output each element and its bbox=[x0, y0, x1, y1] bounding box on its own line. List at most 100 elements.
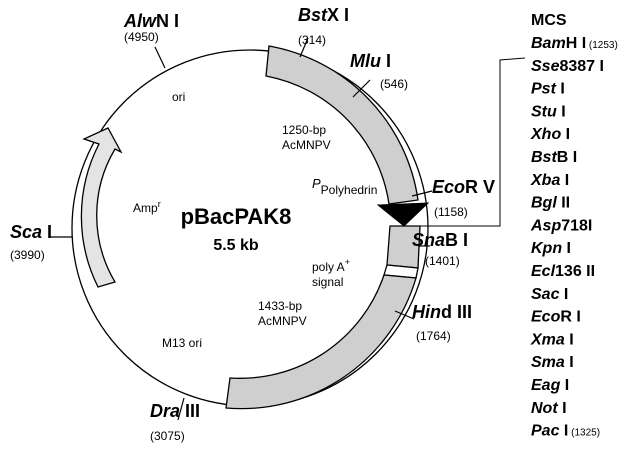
mcs-item-roman: I bbox=[559, 423, 568, 440]
mcs-item: EcoR I bbox=[531, 309, 581, 326]
mcs-item: Sma I bbox=[531, 354, 574, 371]
ampr-arrow bbox=[80, 127, 123, 288]
mcs-item-italic: Sma bbox=[531, 354, 565, 371]
tick-mlui bbox=[352, 79, 371, 98]
site-name-roman: R V bbox=[465, 177, 495, 197]
site-position-draiii: (3075) bbox=[150, 429, 185, 443]
acmnpv-1250-label-line1: 1250-bp bbox=[282, 123, 326, 137]
polya-superscript: + bbox=[345, 257, 350, 267]
mcs-item-roman: B I bbox=[557, 149, 577, 166]
site-position-ecorv: (1158) bbox=[434, 205, 468, 219]
acmnpv-1433-segment bbox=[225, 274, 417, 410]
mcs-item-italic: Sse bbox=[531, 58, 560, 75]
mcs-item-italic: Xma bbox=[530, 331, 565, 348]
polya-label-line2: signal bbox=[312, 275, 343, 289]
site-name-roman: X I bbox=[327, 5, 349, 25]
mcs-item: Kpn I bbox=[531, 240, 571, 257]
site-position-alwni: (4950) bbox=[124, 30, 159, 44]
site-name-italic: Eco bbox=[432, 177, 465, 197]
site-name-italic: Alw bbox=[123, 11, 157, 31]
mcs-item-italic: Bst bbox=[531, 149, 557, 166]
site-name-roman: I bbox=[381, 51, 391, 71]
mcs-item-italic: Sac bbox=[531, 286, 560, 303]
tick-hindiii bbox=[394, 310, 415, 320]
plasmid-size: 5.5 kb bbox=[213, 237, 259, 254]
mcs-item-italic: Not bbox=[531, 400, 558, 417]
mcs-item-roman: I bbox=[565, 354, 574, 371]
mcs-item: Pst I bbox=[531, 81, 565, 98]
mcs-title: MCS bbox=[531, 12, 567, 29]
mcs-connector-line bbox=[404, 57, 526, 227]
polyhedrin-promoter-arrow bbox=[376, 202, 430, 227]
site-name-italic: Sna bbox=[412, 230, 445, 250]
mcs-item-italic: Bam bbox=[531, 35, 566, 52]
site-label-snabi: SnaB I bbox=[412, 230, 468, 250]
ampr-label: Ampr bbox=[133, 199, 161, 215]
site-name-roman: III bbox=[180, 401, 200, 421]
mcs-item-italic: Kpn bbox=[531, 240, 562, 257]
mcs-item: Ecl136 II bbox=[531, 263, 595, 280]
site-name-roman: B I bbox=[445, 230, 468, 250]
site-name-italic: Hin bbox=[412, 302, 441, 322]
mcs-item: Asp718I bbox=[530, 217, 592, 234]
ampr-superscript: r bbox=[158, 199, 161, 209]
mcs-item: Xba I bbox=[530, 172, 569, 189]
mcs-item-roman: I bbox=[565, 331, 574, 348]
mcs-item: Stu I bbox=[531, 103, 566, 120]
acmnpv-1433-label-line1: 1433-bp bbox=[258, 299, 302, 313]
site-label-mlui: Mlu I bbox=[350, 51, 391, 71]
mcs-item: Sac I bbox=[531, 286, 568, 303]
site-label-bstxi: BstX I bbox=[298, 5, 349, 25]
mcs-item: Sse8387 I bbox=[531, 58, 604, 75]
mcs-item-roman: I bbox=[560, 172, 569, 189]
mcs-item-roman: 718I bbox=[561, 217, 592, 234]
site-label-draiii: Dra III bbox=[150, 401, 200, 421]
mcs-item: Not I bbox=[531, 400, 567, 417]
site-position-bstxi: (314) bbox=[298, 33, 326, 47]
mcs-item-italic: Bgl bbox=[531, 195, 557, 212]
mcs-item-roman: I bbox=[562, 240, 571, 257]
mcs-item-roman: 8387 I bbox=[559, 58, 603, 75]
mcs-item: BstB I bbox=[531, 149, 577, 166]
site-position-mlui: (546) bbox=[380, 77, 408, 91]
mcs-item-roman: I bbox=[558, 400, 567, 417]
site-name-roman: d III bbox=[441, 302, 472, 322]
site-position-hindiii: (1764) bbox=[416, 329, 451, 343]
mcs-item-roman: I bbox=[559, 286, 568, 303]
polya-label-line1: poly A+ bbox=[312, 257, 350, 274]
promoter-subscript: Polyhedrin bbox=[321, 183, 378, 197]
site-label-ecorv: EcoR V bbox=[432, 177, 495, 197]
tick-ecorv bbox=[411, 190, 433, 197]
m13-ori-label: M13 ori bbox=[162, 336, 202, 350]
mcs-item-position: (1253) bbox=[586, 40, 618, 51]
mcs-item-italic: Xba bbox=[530, 172, 560, 189]
mcs-item-italic: Xho bbox=[530, 126, 561, 143]
mcs-item-italic: Stu bbox=[531, 103, 557, 120]
site-name-italic: Bst bbox=[298, 5, 328, 25]
site-name-roman: I bbox=[42, 222, 52, 242]
mcs-item: Eag I bbox=[531, 377, 569, 394]
mcs-item: Xma I bbox=[530, 331, 574, 348]
site-position-snabi: (1401) bbox=[425, 254, 460, 268]
mcs-item-italic: Ecl bbox=[531, 263, 556, 280]
acmnpv-1433-label-line2: AcMNPV bbox=[258, 314, 307, 328]
mcs-item-roman: 136 II bbox=[555, 263, 595, 280]
mcs-item-italic: Pac bbox=[531, 423, 560, 440]
site-label-hindiii: Hind III bbox=[412, 302, 472, 322]
site-ticks bbox=[50, 37, 433, 421]
mcs-item-roman: R I bbox=[560, 309, 580, 326]
site-name-italic: Mlu bbox=[350, 51, 381, 71]
site-position-scai: (3990) bbox=[10, 248, 45, 262]
mcs-item-italic: Asp bbox=[530, 217, 561, 234]
site-name-italic: Dra bbox=[150, 401, 180, 421]
mcs-item-roman: H I bbox=[566, 35, 586, 52]
mcs-item-roman: I bbox=[556, 81, 565, 98]
site-label-alwni: AlwN I bbox=[123, 11, 179, 31]
mcs-item-roman: I bbox=[560, 377, 569, 394]
mcs-item-roman: II bbox=[557, 195, 570, 212]
mcs-item-italic: Pst bbox=[531, 81, 557, 98]
tick-bstxi bbox=[299, 37, 309, 58]
plasmid-name: pBacPAK8 bbox=[181, 204, 292, 229]
ori-label: ori bbox=[172, 90, 185, 104]
